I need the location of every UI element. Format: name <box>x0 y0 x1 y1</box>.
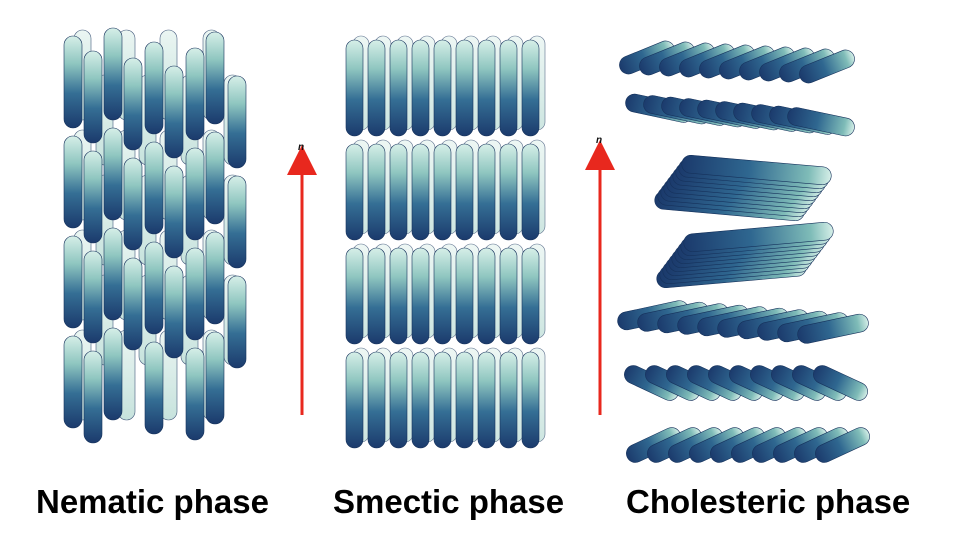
cholesteric-rod <box>683 221 834 253</box>
nematic-rod <box>205 331 225 425</box>
smectic-rod <box>433 247 452 345</box>
smectic-rod <box>389 143 408 241</box>
nematic-rod <box>205 31 225 125</box>
smectic-rod <box>499 351 518 449</box>
smectic-rod <box>389 39 408 137</box>
cholesteric-layer <box>624 365 868 401</box>
cholesteric-layer <box>654 154 832 222</box>
smectic-rod <box>455 247 474 345</box>
smectic-rod <box>411 39 430 137</box>
nematic-rod <box>63 135 83 229</box>
smectic-rod <box>345 351 364 449</box>
smectic-rod <box>499 143 518 241</box>
smectic-rod <box>521 39 540 137</box>
smectic-rod <box>521 143 540 241</box>
nematic-rod <box>103 227 123 321</box>
nematic-rod <box>185 347 205 441</box>
cholesteric-rod <box>815 427 870 463</box>
nematic-rod <box>103 327 123 421</box>
nematic-rod <box>123 157 143 251</box>
smectic-rod <box>367 247 386 345</box>
smectic-rod <box>367 143 386 241</box>
nematic-rod <box>144 141 164 235</box>
smectic-rod <box>389 351 408 449</box>
nematic-rod <box>83 250 103 344</box>
smectic-rod <box>433 143 452 241</box>
nematic-rod <box>103 27 123 121</box>
nematic-rod <box>227 175 247 269</box>
cholesteric-rod <box>681 154 832 186</box>
smectic-phase-caption: Smectic phase <box>333 483 565 520</box>
nematic-rod <box>123 57 143 151</box>
smectic-rod <box>345 247 364 345</box>
cholesteric-phase-caption: Cholesteric phase <box>626 483 911 520</box>
nematic-phase-caption: Nematic phase <box>36 483 269 520</box>
cholesteric-rods <box>617 40 870 463</box>
smectic-rod <box>455 351 474 449</box>
cholesteric-rod <box>797 313 869 344</box>
smectic-rod <box>521 247 540 345</box>
nematic-rod <box>205 131 225 225</box>
smectic-rod <box>455 143 474 241</box>
nematic-rod <box>227 275 247 369</box>
smectic-rod <box>345 39 364 137</box>
nematic-rod <box>83 50 103 144</box>
nematic-rod <box>164 265 184 359</box>
smectic-rod <box>521 351 540 449</box>
smectic-rod <box>477 351 496 449</box>
cholesteric-rod <box>799 49 855 84</box>
smectic-rod <box>411 351 430 449</box>
nematic-rod <box>144 341 164 435</box>
nematic-rod <box>83 150 103 244</box>
nematic-rod <box>144 241 164 335</box>
smectic-rod <box>477 39 496 137</box>
cholesteric-layer <box>626 427 870 463</box>
nematic-rod <box>205 231 225 325</box>
smectic-rod <box>389 247 408 345</box>
smectic-rod <box>411 247 430 345</box>
nematic-rod <box>63 35 83 129</box>
smectic-rod <box>433 351 452 449</box>
smectic-rod <box>345 143 364 241</box>
nematic-rods <box>63 27 247 444</box>
cholesteric-rod <box>787 107 855 137</box>
nematic-rod <box>83 350 103 444</box>
director-label-smectic: n <box>298 142 305 153</box>
nematic-rod <box>164 65 184 159</box>
nematic-rod <box>227 75 247 169</box>
cholesteric-layer <box>619 40 855 84</box>
nematic-rod <box>123 257 143 351</box>
smectic-rod <box>477 247 496 345</box>
nematic-rod <box>63 335 83 429</box>
smectic-rod <box>499 247 518 345</box>
cholesteric-rod <box>813 365 868 401</box>
smectic-rods <box>345 35 546 449</box>
cholesteric-layer <box>617 300 869 344</box>
smectic-rod <box>367 39 386 137</box>
nematic-rod <box>63 235 83 329</box>
director-label-cholesteric: n <box>596 135 603 146</box>
nematic-rod <box>103 127 123 221</box>
nematic-rod <box>185 147 205 241</box>
smectic-rod <box>367 351 386 449</box>
nematic-rod <box>164 165 184 259</box>
smectic-rod <box>499 39 518 137</box>
cholesteric-layer <box>625 93 855 137</box>
nematic-rod <box>185 247 205 341</box>
nematic-rod <box>185 47 205 141</box>
smectic-rod <box>455 39 474 137</box>
smectic-rod <box>433 39 452 137</box>
cholesteric-layer <box>656 221 834 289</box>
nematic-rod <box>144 41 164 135</box>
smectic-rod <box>477 143 496 241</box>
smectic-rod <box>411 143 430 241</box>
